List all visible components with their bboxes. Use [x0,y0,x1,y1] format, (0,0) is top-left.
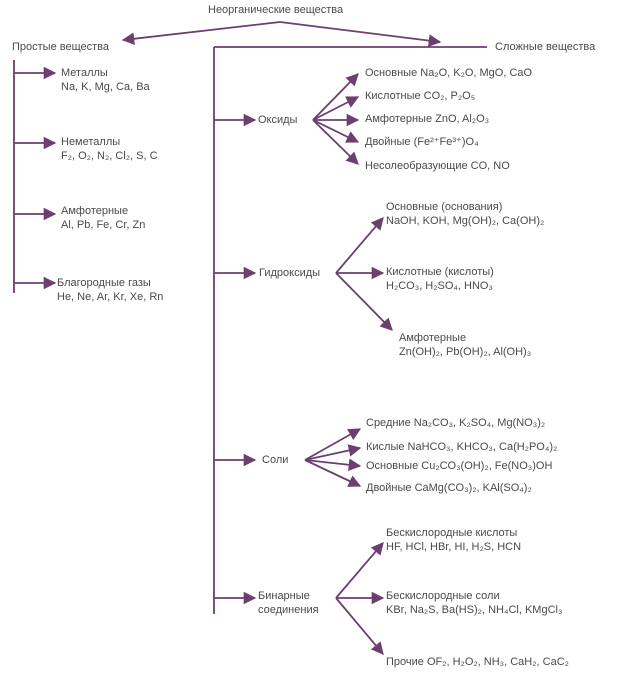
oxide-item: Основные Na₂O, K₂O, MgO, CaO [365,67,533,79]
hydroxide-item-examples: H₂CO₃, H₂SO₄, HNO₃ [386,280,493,292]
oxide-item: Несолеобразующие CO, NO [365,160,510,172]
group-binary-line1: Бинарные [258,590,310,602]
binary-item-examples: HF, HCl, HBr, HI, H₂S, HCN [386,541,522,553]
hydroxide-item-examples: NaOH, KOH, Mg(OH)₂, Ca(OH)₂ [386,215,545,227]
hydroxide-item-name: Кислотные (кислоты) [386,266,494,278]
arrow-to-simple [121,21,281,45]
simple-item-name: Амфотерные [61,205,129,217]
salt-item: Кислые NaHCO₃, KHCO₃, Ca(H₂PO₄)₂ [366,441,558,453]
complex-title: Сложные вещества [495,41,596,53]
simple-item-examples: Na, K, Mg, Ca, Ba [61,81,150,93]
diagram-title: Неорганические вещества [208,4,344,16]
simple-item-examples: He, Ne, Ar, Kr, Xe, Rn [57,291,164,303]
group-binary-line2: соединения [258,604,319,616]
simple-item-examples: Al, Pb, Fe, Cr, Zn [61,219,146,231]
hydroxide-item-name: Основные (основания) [386,201,503,213]
salt-item: Средние Na₂CO₃, K₂SO₄, Mg(NO₃)₂ [366,417,546,429]
simple-item-examples: F₂, O₂, N₂, Cl₂, S, C [61,150,158,162]
simple-item-name: Благородные газы [57,277,151,289]
salt-item: Основные Cu₂CO₃(OH)₂, Fe(NO₃)OH [366,460,553,472]
group-hydroxides: Гидроксиды [259,267,321,279]
binary-item-name: Прочие OF₂, H₂O₂, NH₃, CaH₂, CaC₂ [386,656,569,668]
oxide-item: Кислотные CO₂, P₂O₅ [365,90,476,102]
hydroxide-item-name: Амфотерные [399,332,467,344]
binary-item-name: Бескислородные кислоты [386,527,518,539]
hydroxide-item-examples: Zn(OH)₂, Pb(OH)₂, Al(OH)₃ [399,346,532,358]
group-oxides: Оксиды [258,114,298,126]
oxide-item: Амфотерные ZnO, Al₂O₃ [365,113,490,125]
simple-item-name: Неметаллы [61,136,121,148]
simple-item-name: Металлы [61,67,108,79]
binary-item-examples: KBr, Na₂S, Ba(HS)₂, NH₄Cl, KMgCl₃ [386,604,563,616]
salt-item: Двойные CaMg(CO₃)₂, KAl(SO₄)₂ [366,482,532,494]
simple-title: Простые вещества [12,41,110,53]
group-salts: Соли [262,454,289,466]
oxide-item: Двойные (Fe²⁺Fe³⁺)O₄ [365,136,479,148]
arrow-to-complex [279,21,442,47]
binary-item-name: Бескислородные соли [386,590,500,602]
